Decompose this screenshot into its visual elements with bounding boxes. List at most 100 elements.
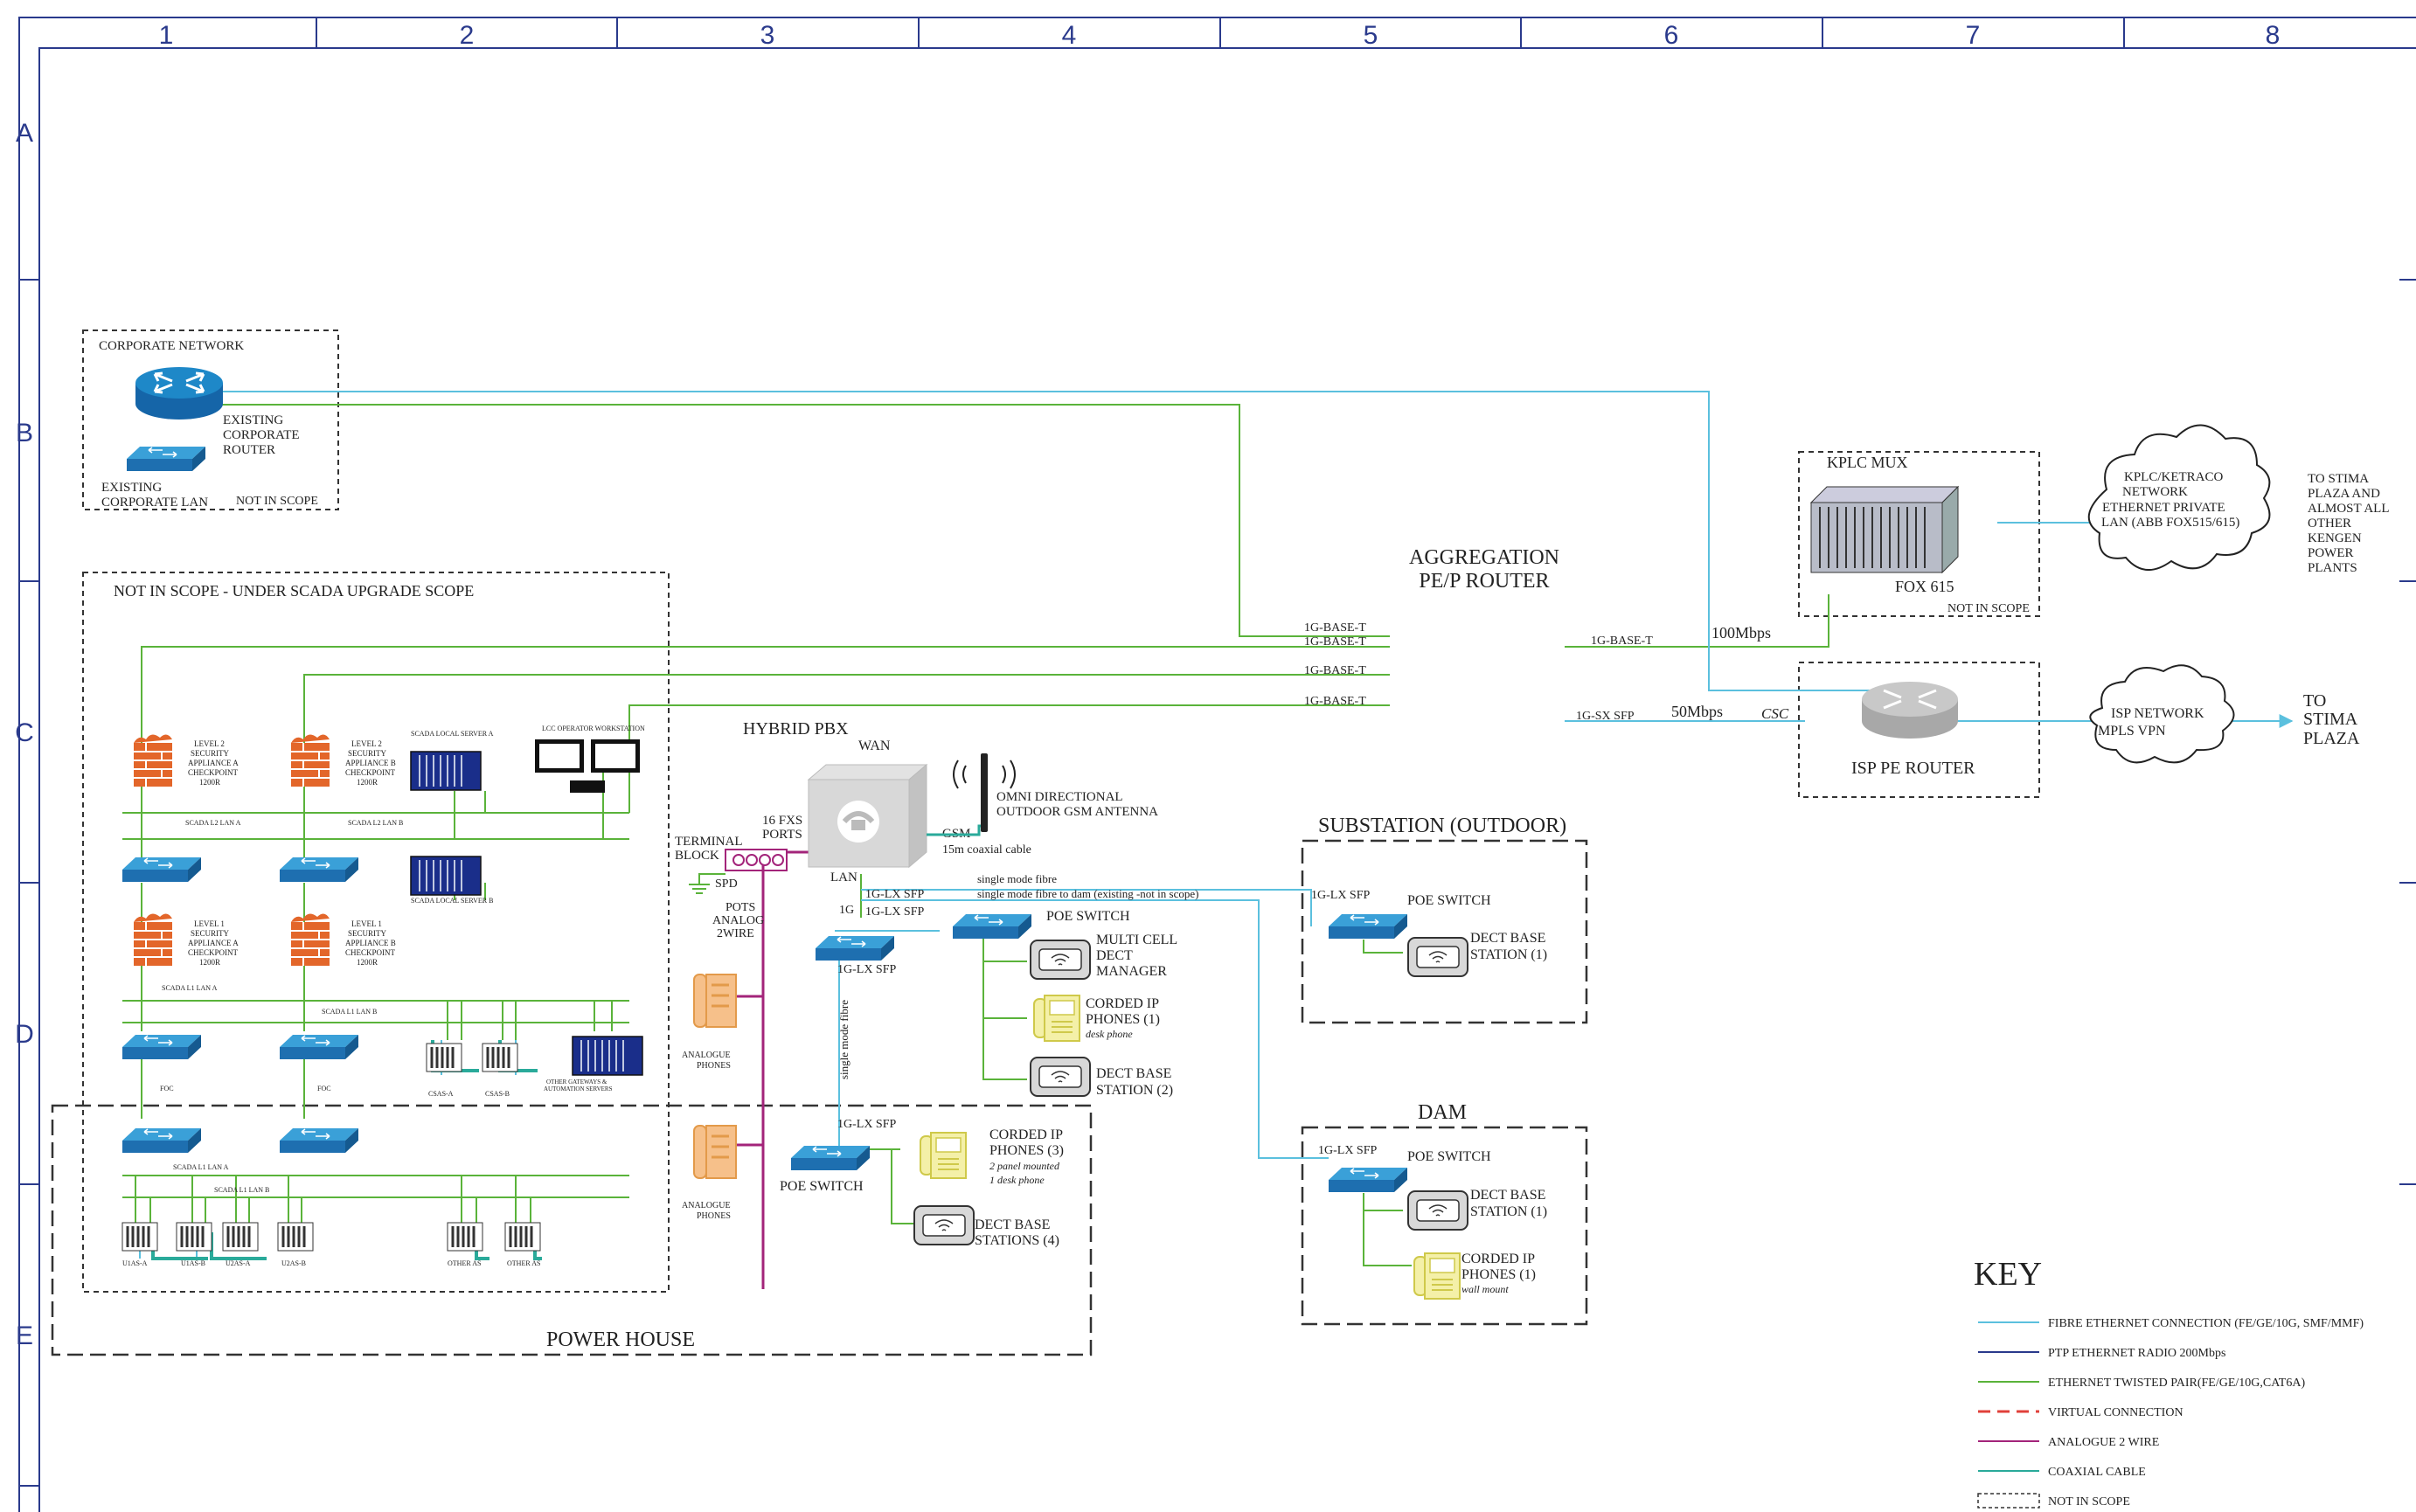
analogue-links bbox=[734, 850, 815, 1289]
csas-a-label: CSAS-A bbox=[428, 1090, 454, 1098]
col-5: 5 bbox=[1364, 21, 1378, 50]
kplc-mux: KPLC MUX FOX 615 NOT IN SCOPE KPLC/KETRA… bbox=[1809, 424, 2389, 615]
corporate-router-icon[interactable] bbox=[134, 365, 225, 421]
u2as-a-label: U2AS-A bbox=[226, 1259, 251, 1267]
fibre-links bbox=[139, 391, 2294, 1259]
u2as-b-rack-icon bbox=[276, 1221, 315, 1252]
scada-server-a-icon bbox=[410, 751, 482, 791]
corded-ip-phone-icon bbox=[1413, 1252, 1461, 1300]
corded-ip-phone-icon bbox=[920, 1132, 967, 1179]
firewall-icon bbox=[290, 733, 330, 787]
u1as-b-label: U1AS-B bbox=[181, 1259, 205, 1267]
l1-lan-a2: SCADA L1 LAN A bbox=[173, 1163, 229, 1171]
dam-sfp: 1G-LX SFP bbox=[1318, 1144, 1378, 1157]
legend-label: COAXIAL CABLE bbox=[2048, 1466, 2146, 1479]
ph-smf2: single mode fibre to dam (existing -not … bbox=[977, 887, 1198, 900]
l2-lan-a: SCADA L2 LAN A bbox=[185, 819, 241, 827]
ph-lx4: 1G-LX SFP bbox=[837, 1118, 897, 1131]
poe-switch-2-icon[interactable] bbox=[952, 913, 1032, 940]
operator-workstation-icon bbox=[535, 739, 640, 793]
agg-right-link: 1G-BASE-T bbox=[1591, 635, 1653, 648]
ph-smf1: single mode fibre bbox=[977, 872, 1057, 885]
poe-switch-3-icon[interactable] bbox=[790, 1145, 871, 1171]
scada-l1-switch-a-icon bbox=[121, 1034, 202, 1060]
isp-cloud-icon bbox=[2089, 664, 2235, 764]
legend-label: FIBRE ETHERNET CONNECTION (FE/GE/10G, SM… bbox=[2048, 1317, 2364, 1330]
agg-speed-isp: 50Mbps bbox=[1671, 703, 1723, 720]
pbx-lan: LAN bbox=[830, 870, 857, 884]
powerhouse-title: POWER HOUSE bbox=[546, 1328, 695, 1351]
corporate-router-label: EXISTING CORPORATE ROUTER bbox=[223, 413, 302, 457]
substation-poe-switch-icon[interactable] bbox=[1328, 913, 1408, 940]
pbx-icon[interactable] bbox=[807, 763, 928, 869]
agg-link-4: 1G-BASE-T bbox=[1304, 695, 1366, 708]
legend-label: ANALOGUE 2 WIRE bbox=[2048, 1436, 2159, 1449]
scada-server-b-icon bbox=[410, 856, 482, 896]
server-a-label: SCADA LOCAL SERVER A bbox=[411, 730, 494, 738]
scada-l1-switch-d-icon bbox=[279, 1127, 359, 1154]
col-2: 2 bbox=[460, 21, 475, 50]
l1-lan-a: SCADA L1 LAN A bbox=[162, 984, 218, 992]
l1-lan-b: SCADA L1 LAN B bbox=[322, 1008, 377, 1016]
pbx-wan: WAN bbox=[858, 739, 891, 753]
mcdm-icon bbox=[1030, 940, 1091, 980]
ph-poe1: POE SWITCH bbox=[1046, 909, 1130, 924]
col-6: 6 bbox=[1664, 21, 1679, 50]
mux-rack-icon[interactable] bbox=[1809, 485, 1960, 574]
substation-sfp: 1G-LX SFP bbox=[1311, 889, 1371, 902]
u2as-b-label: U2AS-B bbox=[281, 1259, 306, 1267]
isp-router-label: ISP PE ROUTER bbox=[1851, 759, 1975, 778]
scada-l2-switch-b-icon bbox=[279, 857, 359, 883]
dam-poe-switch-icon[interactable] bbox=[1328, 1167, 1408, 1193]
legend-swatch bbox=[1977, 1493, 2040, 1509]
agg-link-3: 1G-BASE-T bbox=[1304, 664, 1366, 677]
ph-lx1: 1G-LX SFP bbox=[865, 888, 925, 901]
legend-label: NOT IN SCOPE bbox=[2048, 1495, 2130, 1509]
ph-lx2: 1G-LX SFP bbox=[865, 905, 925, 919]
poe-switch-1-icon[interactable] bbox=[815, 935, 895, 961]
ethernet-links bbox=[122, 404, 1829, 1266]
isp-router-icon[interactable] bbox=[1862, 682, 1958, 739]
legend-label: PTP ETHERNET RADIO 200Mbps bbox=[2048, 1347, 2225, 1360]
dam-corded-note: wall mount bbox=[1461, 1283, 1509, 1295]
legend: KEY FIBRE ETHERNET CONNECTION (FE/GE/10G… bbox=[1974, 1256, 2364, 1509]
corporate-lan-switch-icon[interactable] bbox=[126, 446, 206, 472]
ph-smf-vert: single mode fibre bbox=[837, 1000, 850, 1079]
row-e: E bbox=[16, 1321, 33, 1350]
kplc-scope: NOT IN SCOPE bbox=[1947, 602, 2030, 615]
row-c: C bbox=[15, 718, 34, 747]
col-1: 1 bbox=[159, 21, 174, 50]
u1as-a-label: U1AS-A bbox=[122, 1259, 148, 1267]
gateway-server-icon bbox=[572, 1036, 643, 1076]
l2-lan-b: SCADA L2 LAN B bbox=[348, 819, 403, 827]
u2as-a-rack-icon bbox=[221, 1221, 260, 1252]
firewall-icon bbox=[133, 912, 173, 967]
foc-2: FOC bbox=[317, 1085, 331, 1092]
powerhouse-network: 1G 1G-LX SFP 1G-LX SFP 1G-LX SFP 1G-LX S… bbox=[780, 872, 1198, 1248]
l1-lan-b2: SCADA L1 LAN B bbox=[214, 1186, 269, 1194]
u1as-a-rack-icon bbox=[121, 1221, 159, 1252]
ground-icon bbox=[689, 873, 725, 894]
csas-a-rack-icon bbox=[425, 1042, 463, 1073]
dect-base-icon bbox=[1407, 1190, 1468, 1231]
substation-poe: POE SWITCH bbox=[1407, 893, 1491, 908]
foc-1: FOC bbox=[160, 1085, 174, 1092]
operator-ws-label: LCC OPERATOR WORKSTATION bbox=[542, 725, 645, 732]
row-a: A bbox=[16, 119, 33, 148]
agg-csc: CSC bbox=[1761, 705, 1789, 722]
